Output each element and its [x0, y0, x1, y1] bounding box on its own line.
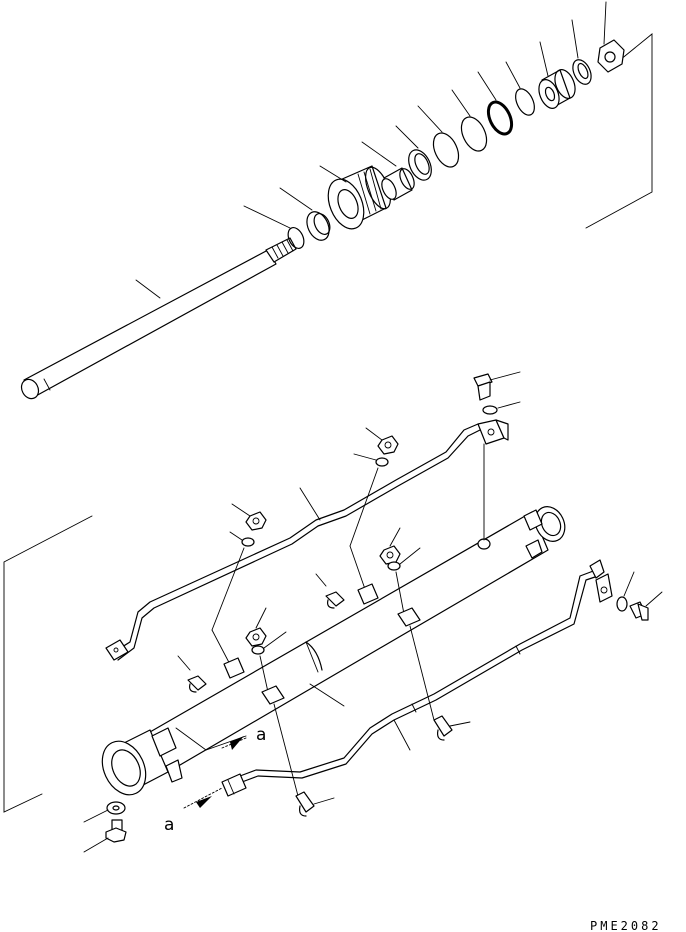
- leader-spacer: [279, 187, 313, 211]
- clamp-plate-2: [357, 583, 379, 605]
- centerline-clamp-3: [259, 655, 269, 693]
- view-arrow-upper: [175, 727, 247, 751]
- leader-washer-lower-right: [623, 571, 635, 597]
- clamp-nut-4: [379, 545, 401, 565]
- clamp-nut-1: [245, 511, 267, 531]
- upper-pipe: [113, 423, 491, 653]
- lower-pipe: [239, 569, 597, 777]
- group-bracket-top: [585, 33, 653, 229]
- leader-head: [319, 165, 347, 183]
- lower-pipe-joint-1: [411, 703, 417, 713]
- o-ring: [486, 100, 514, 136]
- leader-piston-ring: [571, 19, 579, 59]
- leader-clamp-nut-1: [231, 503, 251, 517]
- leader-lower-pipe: [393, 719, 411, 751]
- leader-mount-bolt: [83, 837, 109, 853]
- leader-hose-clamp-2: [449, 721, 471, 727]
- drawing-code: PME2082: [590, 919, 662, 932]
- leader-clamp-bolt-1: [177, 655, 191, 671]
- leader-rod: [135, 279, 161, 299]
- lower-pipe-joint-2: [515, 645, 521, 655]
- leader-buffer-ring: [395, 125, 419, 149]
- leader-clamp-washer-1: [229, 531, 243, 541]
- leader-bushing: [361, 141, 397, 167]
- leader-piston-nut: [603, 1, 607, 45]
- leader-flange-bolt-upper: [489, 371, 521, 381]
- centerline-clamp-4b: [409, 625, 435, 721]
- backup-ring: [460, 116, 488, 152]
- leader-clamp-nut-3: [255, 607, 267, 629]
- leader-piston: [539, 41, 549, 77]
- clamp-washer-1: [241, 537, 255, 547]
- mount-washer-hole: [112, 805, 120, 811]
- view-label-lower: a: [164, 815, 174, 835]
- washer-lower-right: [616, 596, 628, 612]
- leader-rod-packing: [417, 105, 443, 133]
- washer-upper: [482, 405, 498, 415]
- view-label-upper: a: [256, 725, 266, 745]
- leader-mount-washer: [83, 809, 109, 823]
- upper-pipe-inner: [117, 429, 493, 661]
- centerline-clamp-4: [395, 571, 405, 615]
- hose-clamp-1: [295, 791, 315, 817]
- snap-ring: [287, 227, 305, 249]
- bushing: [381, 167, 415, 201]
- leader-upper-pipe: [299, 487, 321, 521]
- leader-snap-ring: [243, 205, 291, 229]
- leader-wear-ring: [505, 61, 521, 89]
- clamp-nut-3: [245, 627, 267, 647]
- upper-pipe-fitting-right: [477, 419, 509, 445]
- leader-clamp-nut-2: [365, 427, 383, 441]
- spacer: [306, 211, 331, 241]
- leader-clamp-washer-3: [263, 631, 287, 649]
- cylinder-assembly: a: [3, 371, 663, 853]
- flange-bolt-upper: [473, 373, 493, 401]
- clamp-plate-3: [261, 685, 285, 705]
- clamp-nut-2: [377, 435, 399, 455]
- clamp-plate-1: [223, 657, 245, 679]
- buffer-ring: [408, 149, 432, 181]
- mount-bolt: [105, 819, 127, 843]
- flange-bolt-lower: [629, 601, 649, 621]
- centerline-clamp-3b: [273, 703, 299, 797]
- rod-packing: [432, 132, 460, 168]
- leader-clamp-washer-4: [399, 547, 421, 565]
- lower-pipe-fitting-right: [589, 559, 613, 603]
- leader-clamp-nut-4: [389, 527, 401, 547]
- wear-ring: [515, 88, 535, 116]
- upper-pipe-fitting-left: [105, 639, 129, 661]
- leader-clamp-washer-2: [353, 453, 377, 461]
- clamp-bolt-1: [187, 675, 207, 693]
- leader-clamp-bolt-2: [315, 573, 327, 587]
- view-arrow-lower: [183, 787, 223, 809]
- centerline-clamp-2b: [349, 545, 367, 593]
- cylinder-tube: [101, 506, 566, 796]
- leader-backup-ring: [451, 89, 471, 117]
- group-bracket-bottom: [3, 515, 93, 813]
- clamp-washer-2: [375, 457, 389, 467]
- rod-assembly: [20, 1, 653, 400]
- cylinder-head: [327, 165, 392, 230]
- piston-ring: [572, 59, 592, 85]
- piston: [538, 69, 576, 109]
- leader-washer-upper: [497, 401, 521, 409]
- leader-hose-clamp-1: [313, 797, 335, 805]
- mount-washer: [106, 801, 126, 815]
- leader-o-ring: [477, 71, 497, 101]
- centerline-clamp-2: [349, 467, 379, 547]
- clamp-bolt-2: [325, 591, 345, 609]
- lower-pipe-fitting-left: [221, 773, 247, 797]
- piston-nut: [597, 39, 625, 73]
- clamp-washer-4: [387, 561, 401, 571]
- piston-rod: [20, 237, 297, 400]
- centerline-clamp-1: [211, 547, 245, 631]
- clamp-plate-4: [397, 607, 421, 627]
- clamp-washer-3: [251, 645, 265, 655]
- hose-clamp-2: [433, 715, 453, 741]
- leader-flange-bolt-lower: [645, 591, 663, 607]
- leader-tube: [309, 683, 345, 707]
